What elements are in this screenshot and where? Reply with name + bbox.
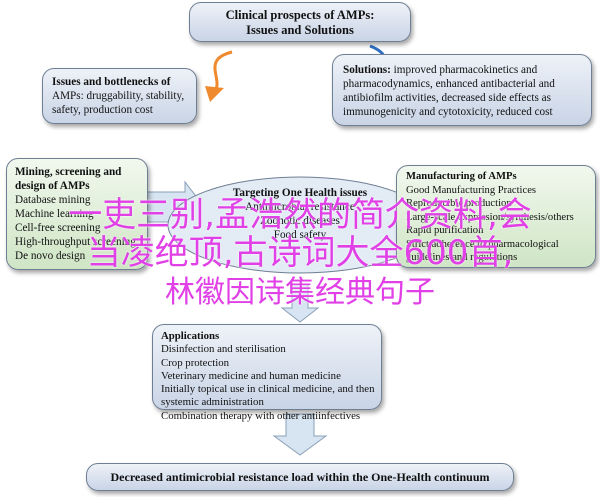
manufacturing-box: Manufacturing of AMPs Good Manufacturing… [396,165,596,268]
manufacturing-title: Manufacturing of AMPs [406,171,517,182]
solutions-line: pharmacodynamics, enhanced antibacterial… [343,78,555,90]
orange-curved-arrow [212,50,233,94]
applications-item: Veterinary medicine and human medicine [161,369,341,382]
mining-item: Machine learning [15,208,94,220]
manufacturing-item: Large-scale expression/synthesis/others [406,211,574,223]
bottom-box: Decreased antimicrobial resistance load … [86,463,514,491]
mining-title: design of AMPs [15,180,90,192]
top-box-title: Clinical prospects of AMPs: [225,8,375,22]
onehealth-box: Targeting One Health issues Antimicrobia… [190,186,410,242]
issues-box: Issues and bottlenecks of AMPs: druggabi… [42,68,197,124]
issues-line: safety, production cost [52,104,153,116]
onehealth-item: Antimicrobial resistance [245,201,355,213]
overlay-text-line3: 林徽因诗集经典句子 [165,275,435,310]
applications-title: Applications [161,330,220,342]
mining-box: Mining, screening and design of AMPs Dat… [6,158,148,270]
manufacturing-item: Reproducible production [406,198,512,209]
manufacturing-item: Strict adherence to pharmacological [406,238,559,250]
applications-item: Combination therapy with other antiinfec… [161,409,361,422]
orange-arrowhead [205,86,224,102]
applications-item: Initially topical use in clinical medici… [161,383,375,396]
manufacturing-item: Rapid purification [406,225,484,236]
overlay-text-line1: 一吏三别,孟浩然的简介资料,会 [68,195,532,235]
applications-item: Crop protection [161,356,230,369]
issues-line: AMPs: druggability, stability, [52,90,185,102]
mining-title: Mining, screening and [15,166,122,178]
mining-item: De novo design [15,250,86,262]
solutions-line: antibiofilm activities, decreased side e… [343,92,551,104]
solutions-lead: Solutions: [343,64,391,76]
mining-item: High-throughput screening [15,236,136,248]
onehealth-title: Targeting One Health issues [232,187,368,199]
issues-title: Issues and bottlenecks of [52,76,171,88]
overlay-text-line2: 当凌绝顶,古诗词大全600首, [86,233,514,273]
bottom-box-text: Decreased antimicrobial resistance load … [110,470,490,484]
down-arrow-bottom [272,413,328,456]
top-box-subtitle: Issues and Solutions [246,23,354,37]
applications-item: Disinfection and sterilisation [161,343,286,356]
solutions-box: Solutions: improved pharmacokinetics and… [332,54,592,126]
solutions-line: immunogenicity and cytotoxicity, reduced… [343,106,553,118]
down-arrow-top [280,283,320,323]
onehealth-item: Zoonotic diseases [260,215,340,227]
mining-item: Cell-free screening [15,222,101,234]
manufacturing-item: Good Manufacturing Practices [406,184,537,196]
top-box: Clinical prospects of AMPs: Issues and S… [189,2,411,42]
applications-item: systemic administration [161,396,264,409]
applications-box: Applications Disinfection and sterilisat… [152,324,382,422]
solutions-line: improved pharmacokinetics and [390,64,538,76]
mining-item: Database mining [15,194,91,206]
manufacturing-item: guidelines and regulations [406,252,518,263]
onehealth-item: Food safety [273,229,327,241]
